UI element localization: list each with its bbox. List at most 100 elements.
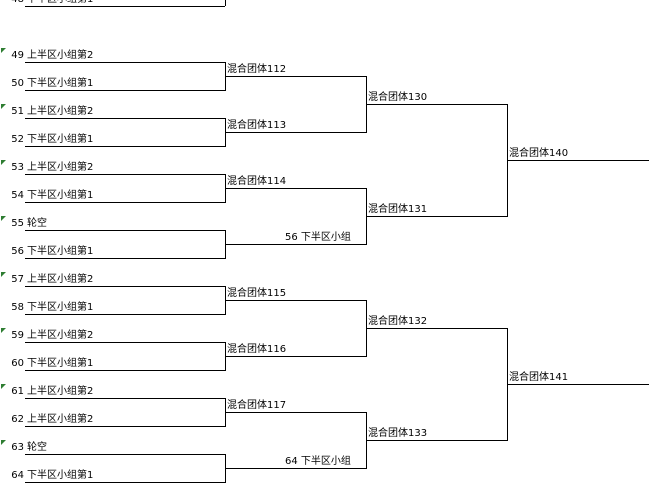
seed-number: 51 <box>11 106 24 117</box>
match-label: 混合团体115 <box>227 288 287 299</box>
seed-flag-marker <box>1 440 6 445</box>
match-line <box>225 244 366 245</box>
bye-advance-label: 64 下半区小组 <box>285 456 351 467</box>
seed-number: 50 <box>11 78 24 89</box>
match-label: 混合团体112 <box>227 64 287 75</box>
match-label: 混合团体133 <box>368 428 428 439</box>
seed-name: 上半区小组第2 <box>27 386 94 397</box>
match-line <box>507 160 649 161</box>
seed-flag-marker <box>1 48 6 53</box>
seed-name: 下半区小组第1 <box>27 358 94 369</box>
seed-flag-marker <box>1 104 6 109</box>
entry-line <box>25 398 225 399</box>
match-line <box>225 132 366 133</box>
seed-name: 轮空 <box>27 442 47 453</box>
entry-line <box>25 370 225 371</box>
seed-number: 53 <box>11 162 24 173</box>
seed-name: 上半区小组第2 <box>27 414 94 425</box>
entry-line <box>25 90 225 91</box>
entry-line <box>25 286 225 287</box>
entry-line <box>25 146 225 147</box>
seed-name: 上半区小组第2 <box>27 274 94 285</box>
match-label: 混合团体116 <box>227 344 287 355</box>
entry-line <box>25 230 225 231</box>
seed-name: 下半区小组第1 <box>27 0 93 5</box>
entry-line <box>25 202 225 203</box>
entry-line <box>25 62 225 63</box>
entry-line <box>25 118 225 119</box>
seed-number: 48 <box>8 0 24 6</box>
entry-line <box>25 426 225 427</box>
seed-number: 57 <box>11 274 24 285</box>
entry-line <box>25 314 225 315</box>
match-label: 混合团体140 <box>509 148 569 159</box>
match-line <box>225 412 366 413</box>
seed-name: 轮空 <box>27 218 47 229</box>
seed-flag-marker <box>1 216 6 221</box>
match-line <box>225 76 366 77</box>
seed-name: 下半区小组第1 <box>27 246 94 257</box>
match-label: 混合团体117 <box>227 400 287 411</box>
match-line <box>225 468 366 469</box>
entry-line <box>25 6 225 7</box>
bye-advance-label: 56 下半区小组 <box>285 232 351 243</box>
seed-number: 58 <box>11 302 24 313</box>
match-label: 混合团体141 <box>509 372 569 383</box>
match-line <box>366 328 507 329</box>
seed-number: 61 <box>11 386 24 397</box>
seed-name: 下半区小组第1 <box>27 78 94 89</box>
seed-number: 64 <box>11 470 24 481</box>
match-label: 混合团体132 <box>368 316 428 327</box>
seed-number: 60 <box>11 358 24 369</box>
seed-number: 49 <box>11 50 24 61</box>
seed-name: 上半区小组第2 <box>27 50 94 61</box>
bracket-connector <box>225 0 226 6</box>
seed-name: 下半区小组第1 <box>27 190 94 201</box>
seed-flag-marker <box>1 384 6 389</box>
seed-name: 下半区小组第1 <box>27 134 94 145</box>
match-line <box>366 216 507 217</box>
entry-line <box>25 342 225 343</box>
match-line <box>225 188 366 189</box>
seed-number: 59 <box>11 330 24 341</box>
seed-number: 63 <box>11 442 24 453</box>
entry-line <box>25 454 225 455</box>
match-label: 混合团体113 <box>227 120 287 131</box>
match-line <box>366 440 507 441</box>
seed-entry: 48下半区小组第1 <box>8 0 93 6</box>
seed-flag-marker <box>1 160 6 165</box>
match-label: 混合团体114 <box>227 176 287 187</box>
match-line <box>225 356 366 357</box>
seed-number: 54 <box>11 190 24 201</box>
match-line <box>225 300 366 301</box>
entry-line <box>25 482 225 483</box>
seed-name: 下半区小组第1 <box>27 302 94 313</box>
seed-name: 下半区小组第1 <box>27 470 94 481</box>
seed-flag-marker <box>1 328 6 333</box>
seed-number: 62 <box>11 414 24 425</box>
seed-name: 上半区小组第2 <box>27 162 94 173</box>
seed-number: 52 <box>11 134 24 145</box>
match-line <box>366 104 507 105</box>
seed-name: 上半区小组第2 <box>27 330 94 341</box>
match-label: 混合团体131 <box>368 204 428 215</box>
seed-number: 56 <box>11 246 24 257</box>
match-line <box>507 384 649 385</box>
entry-line <box>25 174 225 175</box>
